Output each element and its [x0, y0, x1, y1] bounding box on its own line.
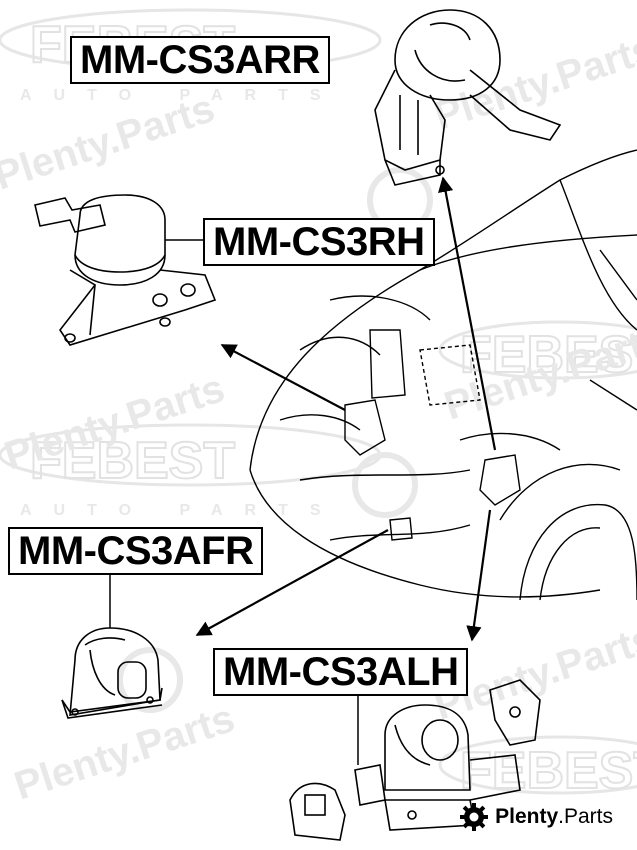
arrow-to-rear-mount: [438, 176, 497, 451]
label-rear-mount: MM-CS3ARR: [70, 36, 330, 84]
watermark-brand-logo-3: FEBEST: [460, 326, 637, 384]
left-mount-illustration: [289, 679, 541, 841]
gear-icon: [460, 803, 489, 831]
arrow-to-right-mount: [220, 344, 346, 411]
rear-mount-illustration: [374, 9, 562, 186]
leader-lines: [109, 239, 359, 765]
arrow-to-front-mount: [195, 529, 389, 636]
brand-mark: Plenty.Parts: [459, 802, 613, 832]
arrows: [195, 176, 497, 642]
watermark-brand-logo-4: FEBEST: [460, 742, 637, 800]
brand-name: Plenty: [495, 805, 559, 828]
right-mount-illustration: [34, 194, 217, 346]
brand-domain: .Parts: [558, 805, 613, 828]
watermark-brand-logo-2: FEBEST: [30, 432, 235, 490]
watermark-brand-tagline-1: AUTO PARTS: [20, 87, 343, 104]
watermark-brand-tagline-2: AUTO PARTS: [20, 502, 343, 519]
label-right-mount: MM-CS3RH: [203, 218, 435, 266]
arrow-to-left-mount: [466, 509, 492, 642]
front-mount-illustration: [61, 627, 163, 719]
label-left-mount: MM-CS3ALH: [213, 648, 469, 696]
car-body-outline: [249, 149, 637, 601]
label-front-mount: MM-CS3AFR: [8, 527, 264, 575]
